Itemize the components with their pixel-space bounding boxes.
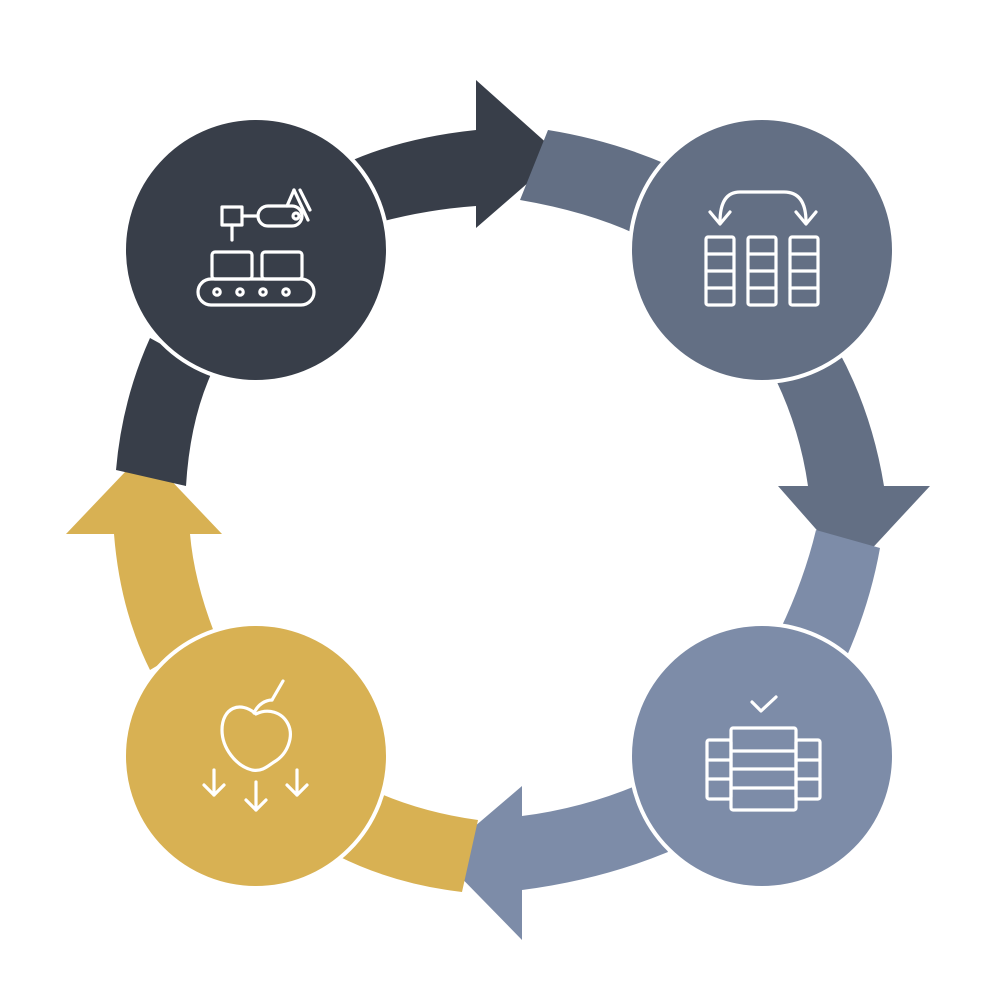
arrow-head [440,786,522,940]
arrow-head [476,80,560,228]
arrow-band [520,130,666,236]
arrow-band [780,530,880,658]
falling-apple-icon [202,679,309,812]
node-circle [122,622,390,890]
node-validate [628,622,896,890]
robotic-arm-conveyor-icon [196,188,316,307]
arrow-validate-to-harvest [440,530,880,940]
arrow-head [66,452,222,534]
arrow-band [522,784,668,890]
node-harvest [122,622,390,890]
arrow-reorder-to-validate [520,130,930,570]
arrow-band [776,350,884,486]
node-reorder [628,116,896,384]
node-circle [628,622,896,890]
arrow-band [114,534,214,670]
node-automation [122,116,390,384]
arrow-harvest-to-automation [66,338,478,892]
arrow-band [116,338,212,486]
arrow-head [778,486,930,570]
node-circle [628,116,896,384]
checked-storage-icon [705,695,822,812]
column-swap-icon [704,190,820,307]
node-circle [122,116,390,384]
